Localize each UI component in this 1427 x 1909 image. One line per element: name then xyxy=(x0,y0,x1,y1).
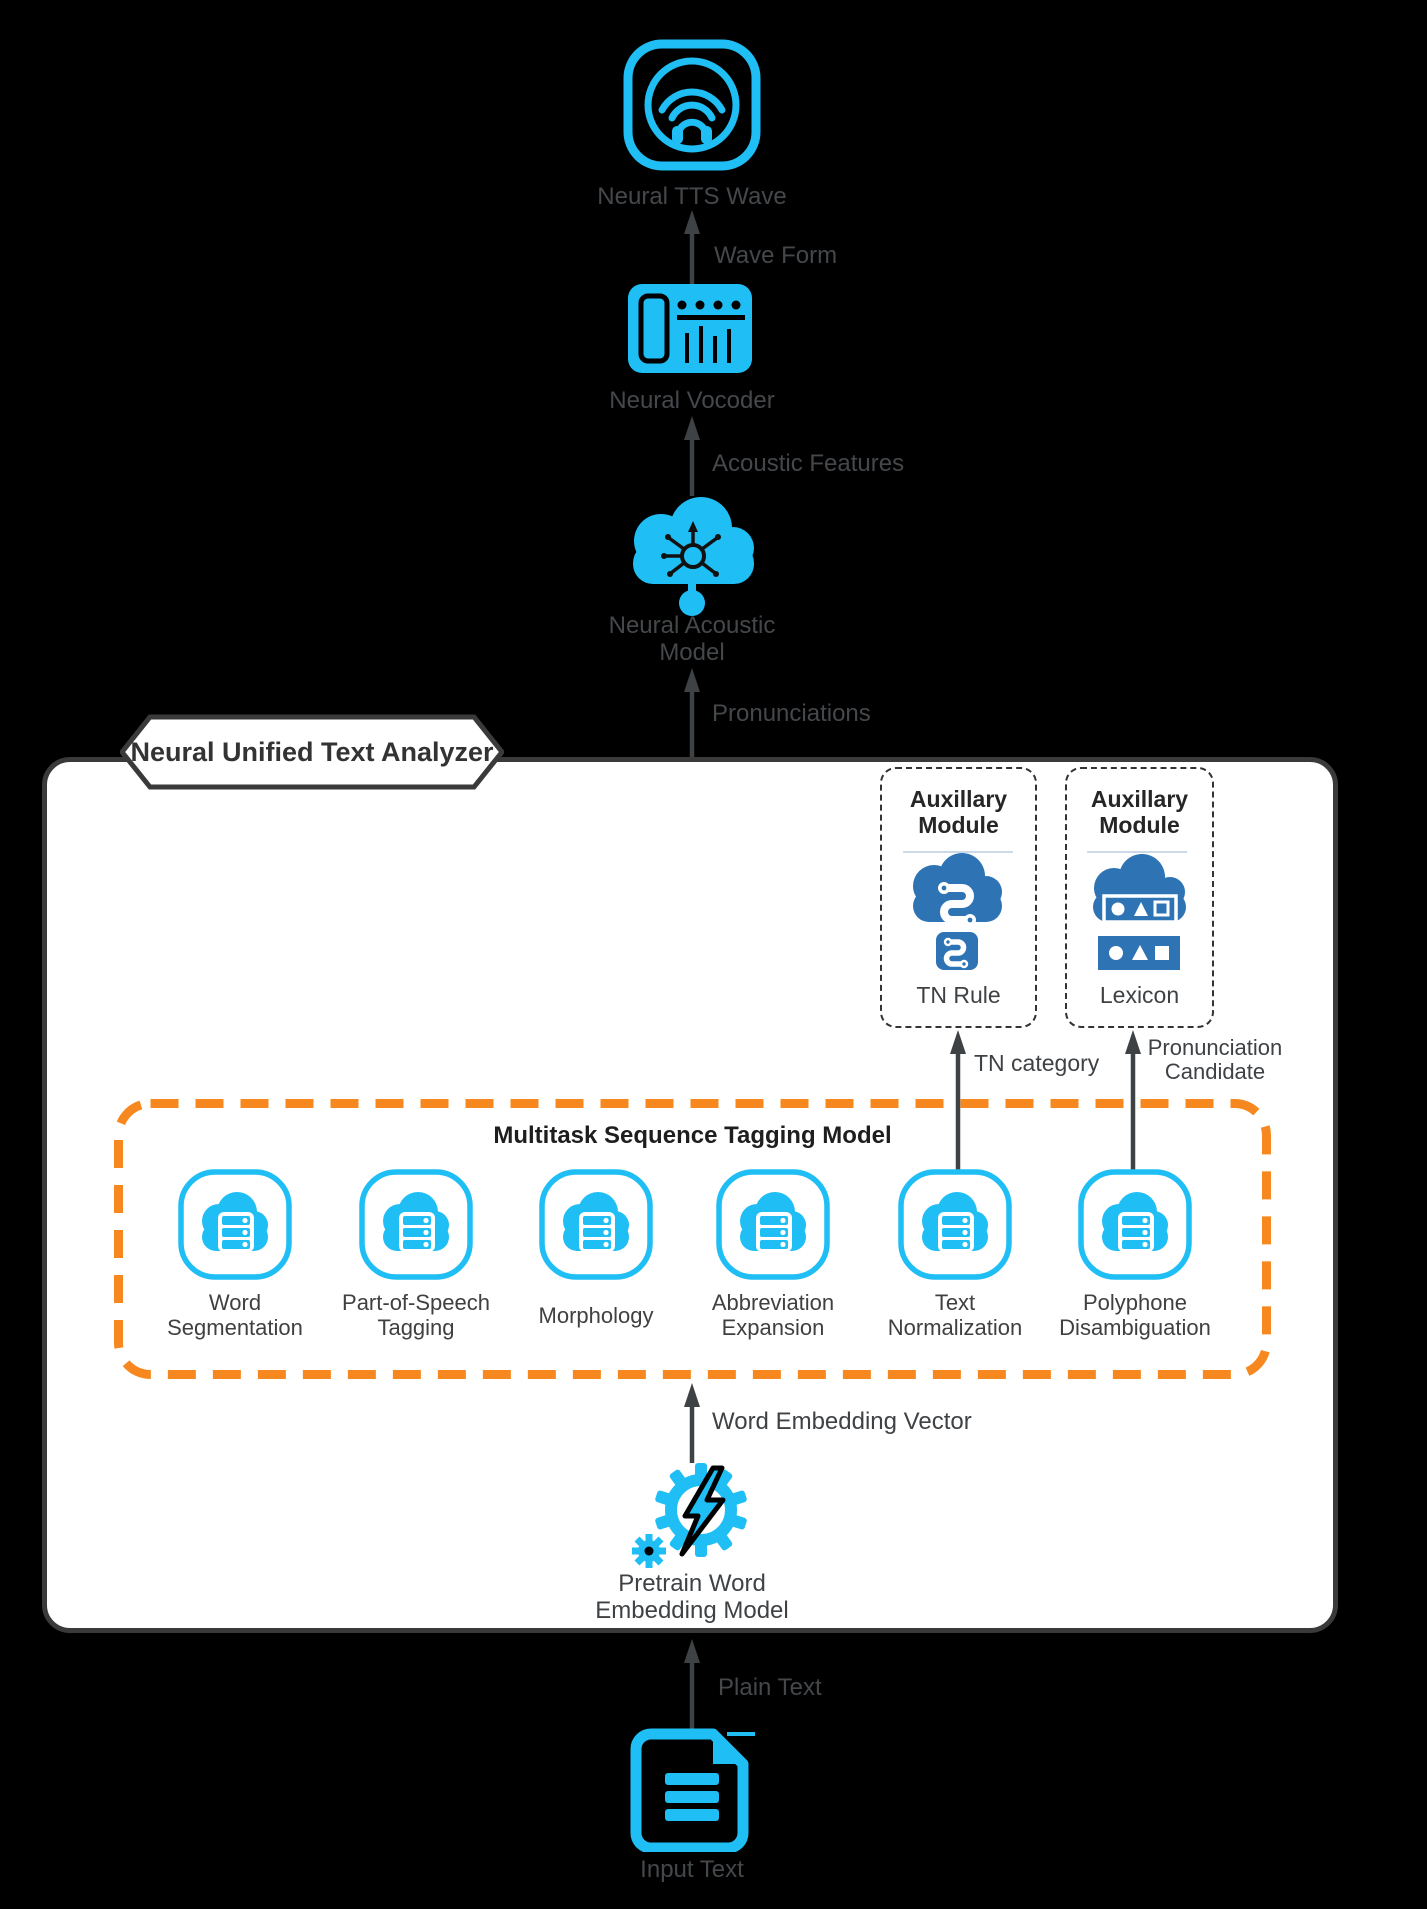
pronunciation-candidate-arrow xyxy=(1125,1030,1141,1170)
aux-module-title: Auxillary Module xyxy=(909,786,1008,838)
divider xyxy=(903,851,1013,853)
tagging-model-box xyxy=(114,1099,1271,1379)
pretrain-embedding-icon xyxy=(632,1463,747,1568)
neural-acoustic-model-label: Neural Acoustic Model xyxy=(608,612,776,666)
plain-text-label: Plain Text xyxy=(718,1674,822,1701)
neural-tts-wave-label: Neural TTS Wave xyxy=(597,183,787,210)
word-embedding-vector-arrow xyxy=(684,1383,700,1463)
neural-vocoder-icon xyxy=(628,284,752,373)
pronunciations-label: Pronunciations xyxy=(712,700,871,727)
module-icon-abbreviation-expansion xyxy=(715,1168,831,1281)
acoustic-features-arrow xyxy=(684,416,700,496)
tn-rule-icon xyxy=(913,853,1002,970)
module-icon-polyphone-disambiguation xyxy=(1077,1168,1193,1281)
neural-tts-wave-icon xyxy=(623,39,761,171)
module-icon-morphology xyxy=(538,1168,654,1281)
lexicon-icon xyxy=(1093,854,1186,970)
tn-category-arrow xyxy=(950,1030,966,1170)
input-text-label: Input Text xyxy=(640,1856,744,1883)
word-embedding-vector-label: Word Embedding Vector xyxy=(712,1408,972,1435)
module-icon-pos-tagging xyxy=(358,1168,474,1281)
tn-category-label: TN category xyxy=(974,1050,1100,1076)
pronunciation-candidate-label: Pronunciation Candidate xyxy=(1147,1035,1283,1084)
module-label: Morphology xyxy=(538,1302,654,1328)
divider xyxy=(1087,851,1187,853)
analyzer-banner xyxy=(120,714,504,790)
module-icon-word-segmentation xyxy=(177,1168,293,1281)
lexicon-label: Lexicon xyxy=(1099,982,1180,1008)
neural-acoustic-model-icon xyxy=(633,497,754,616)
module-label: Abbreviation Expansion xyxy=(711,1290,835,1340)
acoustic-features-label: Acoustic Features xyxy=(712,450,905,477)
module-label: Text Normalization xyxy=(887,1290,1023,1340)
module-icon-text-normalization xyxy=(897,1168,1013,1281)
neural-vocoder-label: Neural Vocoder xyxy=(609,387,775,414)
pronunciations-arrow xyxy=(684,668,700,757)
module-label: Part-of-Speech Tagging xyxy=(342,1290,490,1340)
module-label: Word Segmentation xyxy=(167,1290,303,1340)
input-text-icon xyxy=(630,1728,755,1852)
plain-text-arrow xyxy=(684,1639,700,1731)
module-label: Polyphone Disambiguation xyxy=(1059,1290,1211,1340)
pretrain-embedding-label: Pretrain Word Embedding Model xyxy=(595,1570,789,1624)
analyzer-title: Neural Unified Text Analyzer xyxy=(130,736,494,767)
wave-form-arrow xyxy=(684,210,700,284)
tagging-model-title: Multitask Sequence Tagging Model xyxy=(493,1122,892,1149)
tn-rule-label: TN Rule xyxy=(916,982,1001,1008)
wave-form-label: Wave Form xyxy=(714,242,838,269)
aux-module-title: Auxillary Module xyxy=(1090,786,1189,838)
